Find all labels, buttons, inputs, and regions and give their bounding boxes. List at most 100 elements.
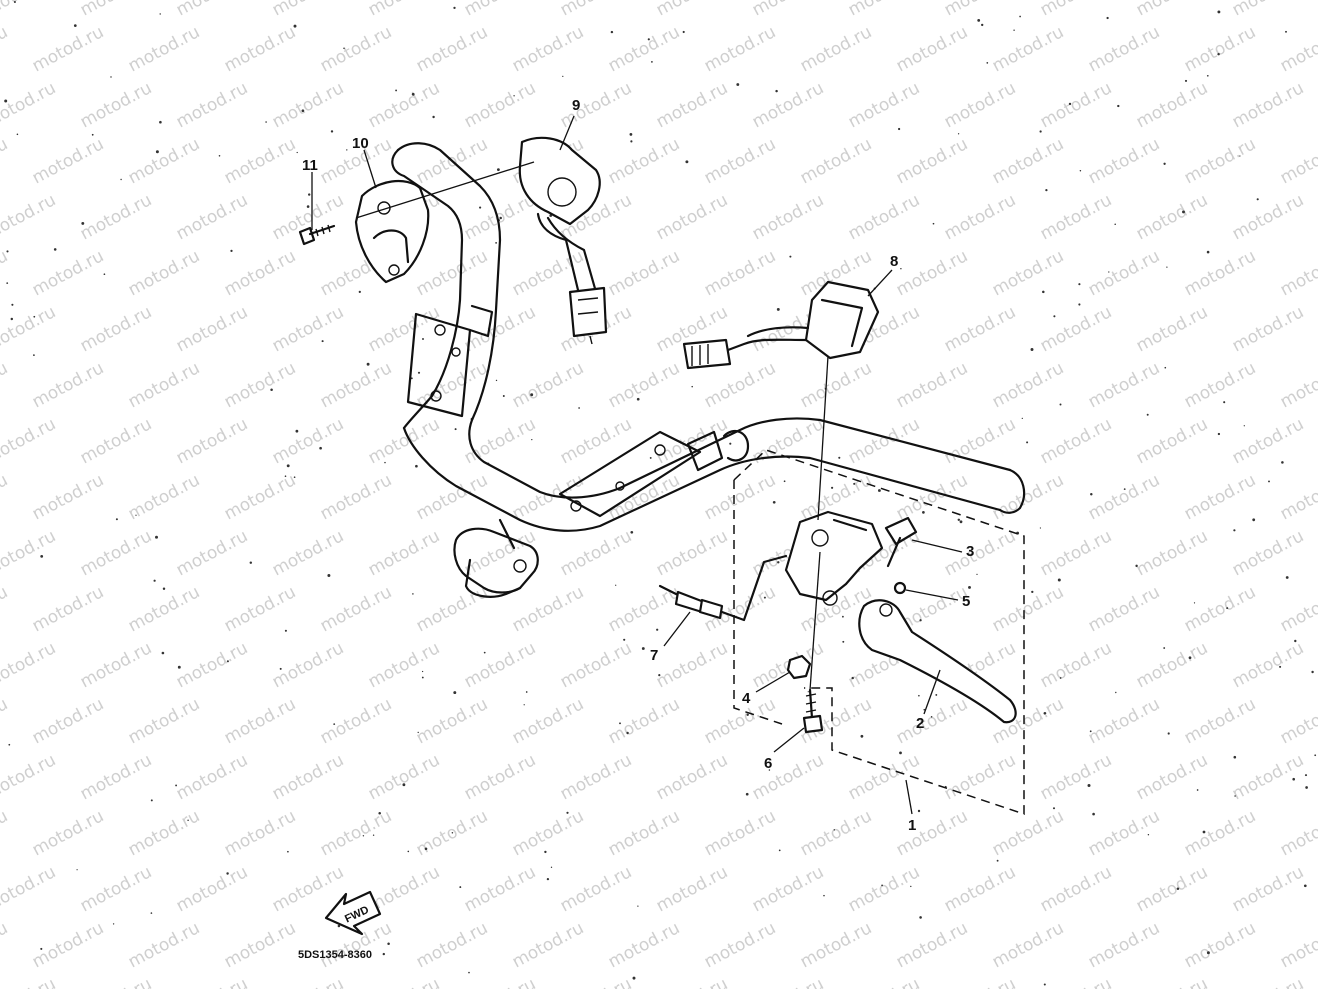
speckle-dot [415,464,418,468]
speckle-dot [736,83,740,86]
watermark-text: motod.ru [653,78,731,132]
callout-labels: 1 2 3 4 5 6 7 8 9 10 11 [302,97,974,834]
speckle-dot [626,731,629,735]
speckle-dot [897,127,901,131]
watermark-text: motod.ru [1085,806,1163,860]
watermark-text: motod.ru [269,302,347,356]
speckle-dot [1256,198,1259,201]
watermark-text: motod.ru [1277,918,1318,972]
watermark-text: motod.ru [989,134,1067,188]
speckle-dot [860,734,864,738]
watermark-text: motod.ru [1133,750,1211,804]
speckle-dot [499,216,502,220]
watermark-text: motod.ru [605,246,683,300]
watermark-text: motod.ru [413,246,491,300]
speckle-dot [1311,670,1314,674]
watermark-text: motod.ru [701,134,779,188]
speckle-dot [562,75,564,78]
speckle-dot [900,267,902,270]
watermark-text: motod.ru [845,974,923,989]
speckle-dot [523,704,525,706]
speckle-dot [1106,16,1109,20]
watermark-text: motod.ru [1037,638,1115,692]
speckle-dot [468,971,470,974]
watermark-text: motod.ru [1037,414,1115,468]
speckle-dot [296,151,298,154]
speckle-dot [647,38,650,41]
watermark-text: motod.ru [1277,134,1318,188]
speckle-dot [838,456,841,459]
watermark-text: motod.ru [1277,470,1318,524]
speckle-dot [4,99,8,103]
watermark-text: motod.ru [1277,582,1318,636]
speckle-dot [1184,79,1188,82]
speckle-dot [1193,602,1196,604]
speckle-dot [1202,830,1206,834]
speckle-dot [632,976,636,980]
speckle-dot [421,670,424,673]
speckle-dot [682,30,685,34]
watermark-text: motod.ru [461,414,539,468]
watermark-text: motod.ru [1085,694,1163,748]
speckle-dot [453,691,457,695]
speckle-dot [378,812,381,815]
watermark-text: motod.ru [461,302,539,356]
speckle-dot [175,784,178,787]
speckle-dot [218,155,221,157]
watermark-text: motod.ru [413,582,491,636]
speckle-dot [1292,777,1295,781]
speckle-dot [301,109,305,113]
speckle-dot [284,475,287,478]
watermark-text: motod.ru [845,862,923,916]
watermark-text: motod.ru [317,582,395,636]
speckle-dot [226,660,229,663]
speckle-dot [454,428,457,431]
watermark-text: motod.ru [0,526,59,580]
speckle-dot [833,829,836,831]
watermark-text: motod.ru [1085,470,1163,524]
speckle-dot [422,338,424,340]
speckle-dot [284,629,287,632]
speckle-dot [293,24,297,28]
watermark-text: motod.ru [1085,582,1163,636]
speckle-dot [877,489,881,492]
speckle-dot [1294,639,1297,643]
watermark-text: motod.ru [461,974,539,989]
watermark-text: motod.ru [1037,0,1115,20]
watermark-text: motod.ru [29,918,107,972]
speckle-dot [1206,951,1210,955]
watermark-text: motod.ru [989,470,1067,524]
speckle-dot [1146,413,1149,416]
speckle-dot [957,133,960,135]
speckle-dot [651,61,653,63]
watermark-text: motod.ru [77,750,155,804]
speckle-dot [831,486,834,489]
speckle-dot [333,723,336,725]
speckle-dot [1166,266,1168,268]
watermark-text: motod.ru [605,918,683,972]
screw-11 [298,224,336,246]
speckle-dot [327,574,331,577]
watermark-text: motod.ru [0,806,11,860]
watermark-text: motod.ru [221,918,299,972]
speckle-dot [10,317,14,321]
speckle-dot [1167,732,1170,735]
speckle-dot [1052,807,1056,810]
watermark-text: motod.ru [557,750,635,804]
speckle-dot [407,850,410,853]
speckle-dot [881,884,883,887]
watermark-text: motod.ru [317,470,395,524]
switch-housing-lower [354,180,430,284]
speckle-dot [1019,15,1021,18]
watermark-text: motod.ru [1277,358,1318,412]
speckle-dot [1043,711,1047,715]
speckle-dot [1196,789,1199,791]
speckle-dot [1285,576,1289,579]
speckle-dot [641,647,645,650]
watermark-text: motod.ru [173,974,251,989]
speckle-dot [424,847,428,851]
callout-1: 1 [908,817,916,834]
speckle-dot [1206,250,1210,254]
speckle-dot [1013,29,1015,31]
speckle-dot [150,912,153,914]
